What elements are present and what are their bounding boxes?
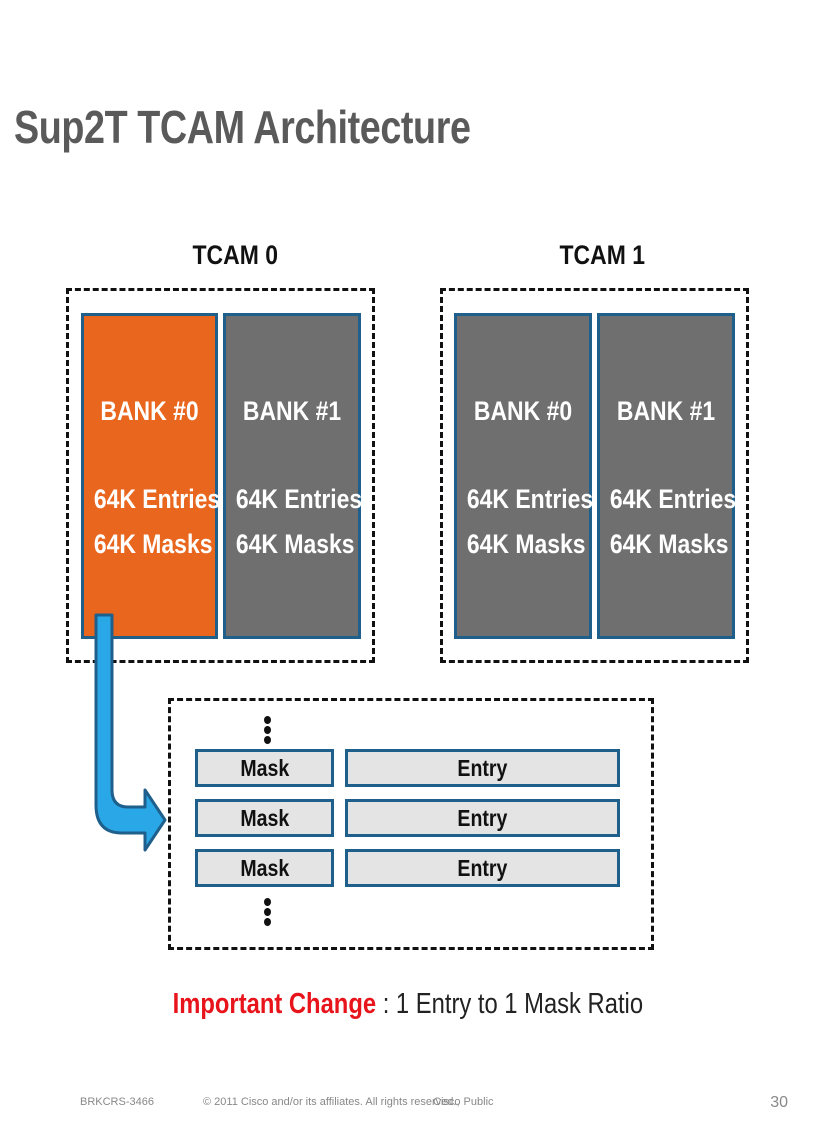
tcam-1-group [440,288,749,663]
tcam-1-bank-0: BANK #0 64K Entries 64K Masks [454,313,594,639]
important-change-text: : 1 Entry to 1 Mask Ratio [376,988,644,1020]
page-number: 30 [770,1094,788,1111]
footer-copyright: © 2011 Cisco and/or its affiliates. All … [203,1096,460,1108]
entry-label: Entry [457,805,508,831]
tcam-1-bank-1: BANK #1 64K Entries 64K Masks [597,313,737,639]
tcam-0-bank-1: BANK #1 64K Entries 64K Masks [223,313,363,639]
mask-cell: Mask [195,799,334,837]
bank-detail-group [168,698,654,950]
bank-name: BANK #1 [242,396,342,426]
bank-masks: 64K Masks [466,529,586,559]
bank-masks: 64K Masks [93,529,213,559]
footer-classification: Cisco Public [433,1096,494,1108]
bank-masks: 64K Masks [235,529,355,559]
entry-cell: Entry [345,749,620,787]
bank-name: BANK #0 [100,396,199,426]
slide-title: Sup2T TCAM Architecture [14,101,471,153]
mask-cell: Mask [195,849,334,887]
bank-name: BANK #1 [616,396,716,426]
important-change-highlight: Important Change [172,988,377,1020]
ellipsis-dot [264,898,271,906]
tcam-0-bank-0: BANK #0 64K Entries 64K Masks [81,313,221,639]
ellipsis-dot [264,908,271,916]
entry-label: Entry [457,755,508,781]
mask-label: Mask [240,805,289,831]
tcam-0-group [66,288,375,663]
bank-entries: 64K Entries [235,484,363,514]
mask-label: Mask [240,755,289,781]
mask-label: Mask [240,855,289,881]
entry-cell: Entry [345,849,620,887]
ellipsis-dot [264,716,271,724]
bank-masks: 64K Masks [609,529,729,559]
tcam-1-label: TCAM 1 [559,240,645,270]
bank-entries: 64K Entries [609,484,737,514]
important-change-note: Important Change : 1 Entry to 1 Mask Rat… [0,988,816,1021]
bank-entries: 64K Entries [466,484,594,514]
mask-cell: Mask [195,749,334,787]
ellipsis-dot [264,736,271,744]
ellipsis-dot [264,726,271,734]
tcam-0-label: TCAM 0 [192,240,278,270]
footer-session-id: BRKCRS-3466 [80,1096,154,1108]
ellipsis-dot [264,918,271,926]
bank-entries: 64K Entries [93,484,221,514]
bank-name: BANK #0 [473,396,573,426]
entry-label: Entry [457,855,508,881]
entry-cell: Entry [345,799,620,837]
